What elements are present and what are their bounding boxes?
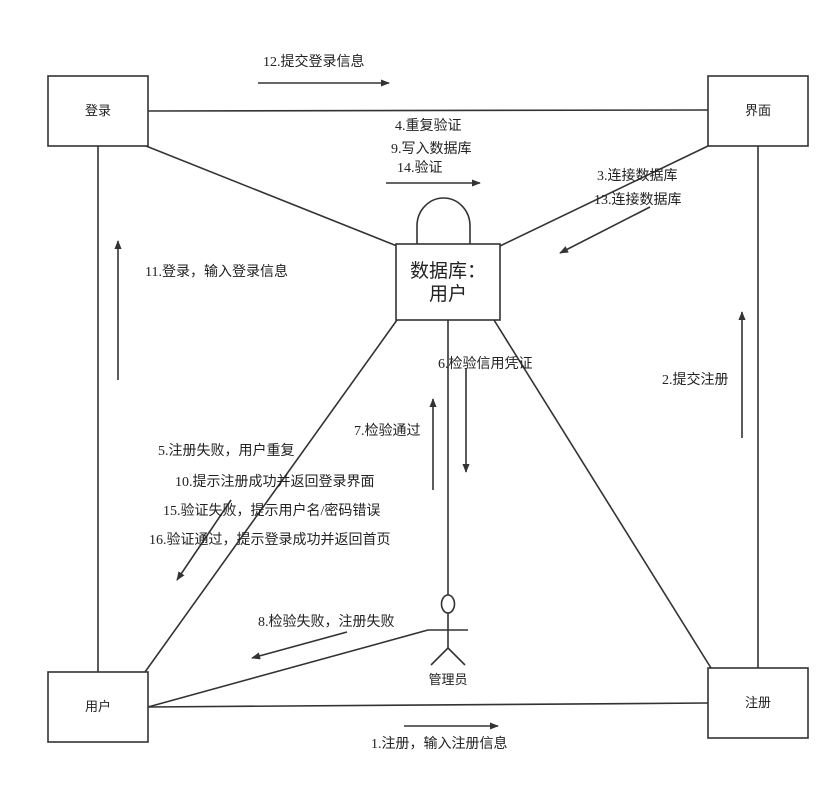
database-label-line2: 用户	[429, 283, 467, 305]
message-12-label: 12.提交登录信息	[263, 53, 365, 70]
link-login-ui	[147, 109, 709, 112]
link-user-db	[144, 319, 398, 673]
message-4-label: 4.重复验证	[395, 117, 462, 134]
admin-actor-icon	[428, 594, 468, 666]
message-11-label: 11.登录，输入登录信息	[145, 263, 288, 280]
message-9-label: 9.写入数据库	[391, 141, 472, 157]
database-label-line1: 数据库：	[410, 260, 486, 282]
register-box	[707, 667, 809, 739]
message-16-label: 16.验证通过，提示登录成功并返回首页	[149, 532, 391, 548]
message-3-label: 3.连接数据库	[597, 167, 678, 184]
link-login-db	[145, 145, 398, 247]
register-label: 注册	[745, 696, 771, 711]
link-ui-db	[499, 145, 709, 247]
user-label: 用户	[85, 699, 111, 715]
database-lock-arc	[416, 197, 471, 244]
database-box	[395, 243, 501, 321]
message-2-label: 2.提交注册	[662, 371, 729, 388]
ui-label: 界面	[745, 104, 771, 119]
arrow-8	[251, 631, 348, 660]
ui-box	[707, 75, 809, 147]
message-15-label: 15.验证失败，提示用户名/密码错误	[163, 502, 380, 519]
message-1-label: 1.注册，输入注册信息	[371, 735, 508, 752]
admin-label: 管理员	[428, 673, 467, 688]
link-user-register	[147, 702, 709, 708]
message-13-label: 13.连接数据库	[594, 191, 682, 208]
link-register-db	[493, 319, 712, 669]
arrow-5	[176, 499, 232, 581]
user-box	[47, 671, 149, 743]
message-7-label: 7.检验通过	[354, 423, 421, 439]
message-5-label: 5.注册失败，用户重复	[158, 442, 295, 459]
message-6-label: 6.检验信用凭证	[438, 356, 533, 372]
login-label: 登录	[85, 104, 111, 119]
login-box	[47, 75, 149, 147]
message-14-label: 14.验证	[397, 160, 443, 176]
link-user-admin	[147, 629, 429, 708]
message-8-label: 8.检验失败，注册失败	[258, 614, 395, 630]
message-10-label: 10.提示注册成功并返回登录界面	[175, 474, 375, 490]
arrow-13	[559, 206, 651, 254]
